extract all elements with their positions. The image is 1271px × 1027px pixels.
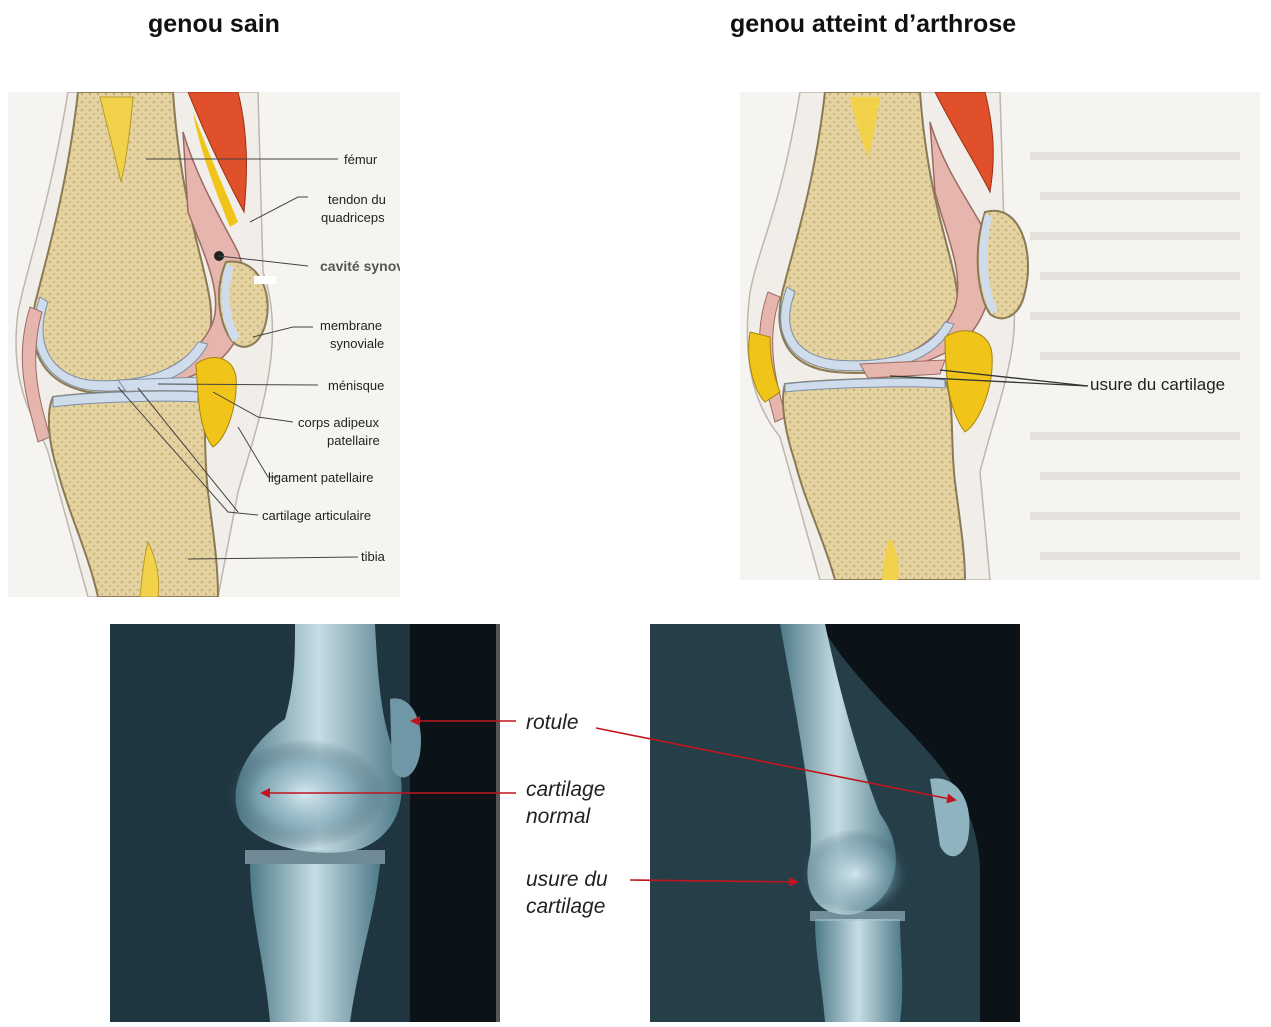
label-fat-pad-1: corps adipeux	[298, 415, 379, 430]
xray-arthritic-knee	[650, 624, 1020, 1022]
label-membrane-1: membrane	[320, 318, 382, 333]
xray-joint-line	[810, 911, 905, 921]
xray-condyle-glow	[225, 739, 385, 849]
label-patellar-ligament: ligament patellaire	[268, 470, 374, 485]
title-healthy-knee: genou sain	[148, 10, 280, 39]
xray-condyle-glow	[800, 829, 910, 919]
label-tendon-1: tendon du	[328, 192, 386, 207]
xray-tibia	[815, 919, 902, 1022]
label-wear-1: usure du	[526, 868, 608, 891]
label-femur: fémur	[344, 152, 378, 167]
arthritic-knee-diagram: usure du cartilage	[740, 92, 1260, 580]
label-tibia: tibia	[361, 549, 386, 564]
label-cartilage-normal-1: cartilage	[526, 778, 605, 801]
film-edge	[496, 624, 500, 1022]
label-meniscus: ménisque	[328, 378, 384, 393]
synovial-cavity-marker	[254, 276, 276, 284]
xray-healthy-knee	[110, 624, 500, 1022]
label-cartilage-wear: usure du cartilage	[1090, 375, 1225, 394]
label-fat-pad-2: patellaire	[327, 433, 380, 448]
label-rotule: rotule	[526, 711, 579, 734]
label-articular-cartilage: cartilage articulaire	[262, 508, 371, 523]
label-synovial-cavity: cavité synoviale	[320, 258, 400, 274]
label-membrane-2: synoviale	[330, 336, 384, 351]
xray-joint-line	[245, 850, 385, 864]
label-tendon-2: quadriceps	[321, 210, 385, 225]
label-cartilage-normal-2: normal	[526, 805, 592, 828]
title-arthritic-knee: genou atteint d’arthrose	[730, 10, 1016, 39]
healthy-knee-diagram: fémur tendon du quadriceps cavité synovi…	[8, 92, 400, 597]
label-wear-2: cartilage	[526, 895, 605, 918]
